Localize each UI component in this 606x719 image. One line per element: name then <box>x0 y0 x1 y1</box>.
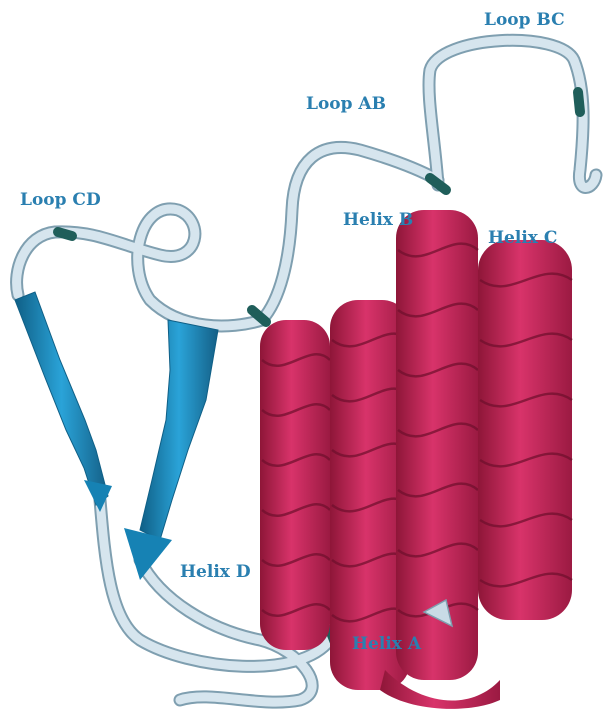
helix-a-label: Helix A <box>352 634 421 654</box>
beta-strand-right <box>140 320 218 540</box>
helix-d-label: Helix D <box>180 562 251 582</box>
beta-strand-left <box>15 292 108 505</box>
loop-cd-label: Loop CD <box>20 190 101 210</box>
helix-b-label: Helix B <box>343 210 413 230</box>
helix-c <box>478 240 572 620</box>
helix-d <box>260 320 330 650</box>
loop-bc-tube <box>429 40 596 187</box>
loop-bc-label: Loop BC <box>484 10 565 30</box>
loop-ab-label: Loop AB <box>306 94 386 114</box>
junction-cd-left <box>58 232 72 236</box>
junction-bc-right <box>578 92 580 112</box>
beta-sheets <box>15 292 218 580</box>
helix-c-label: Helix C <box>488 228 557 248</box>
